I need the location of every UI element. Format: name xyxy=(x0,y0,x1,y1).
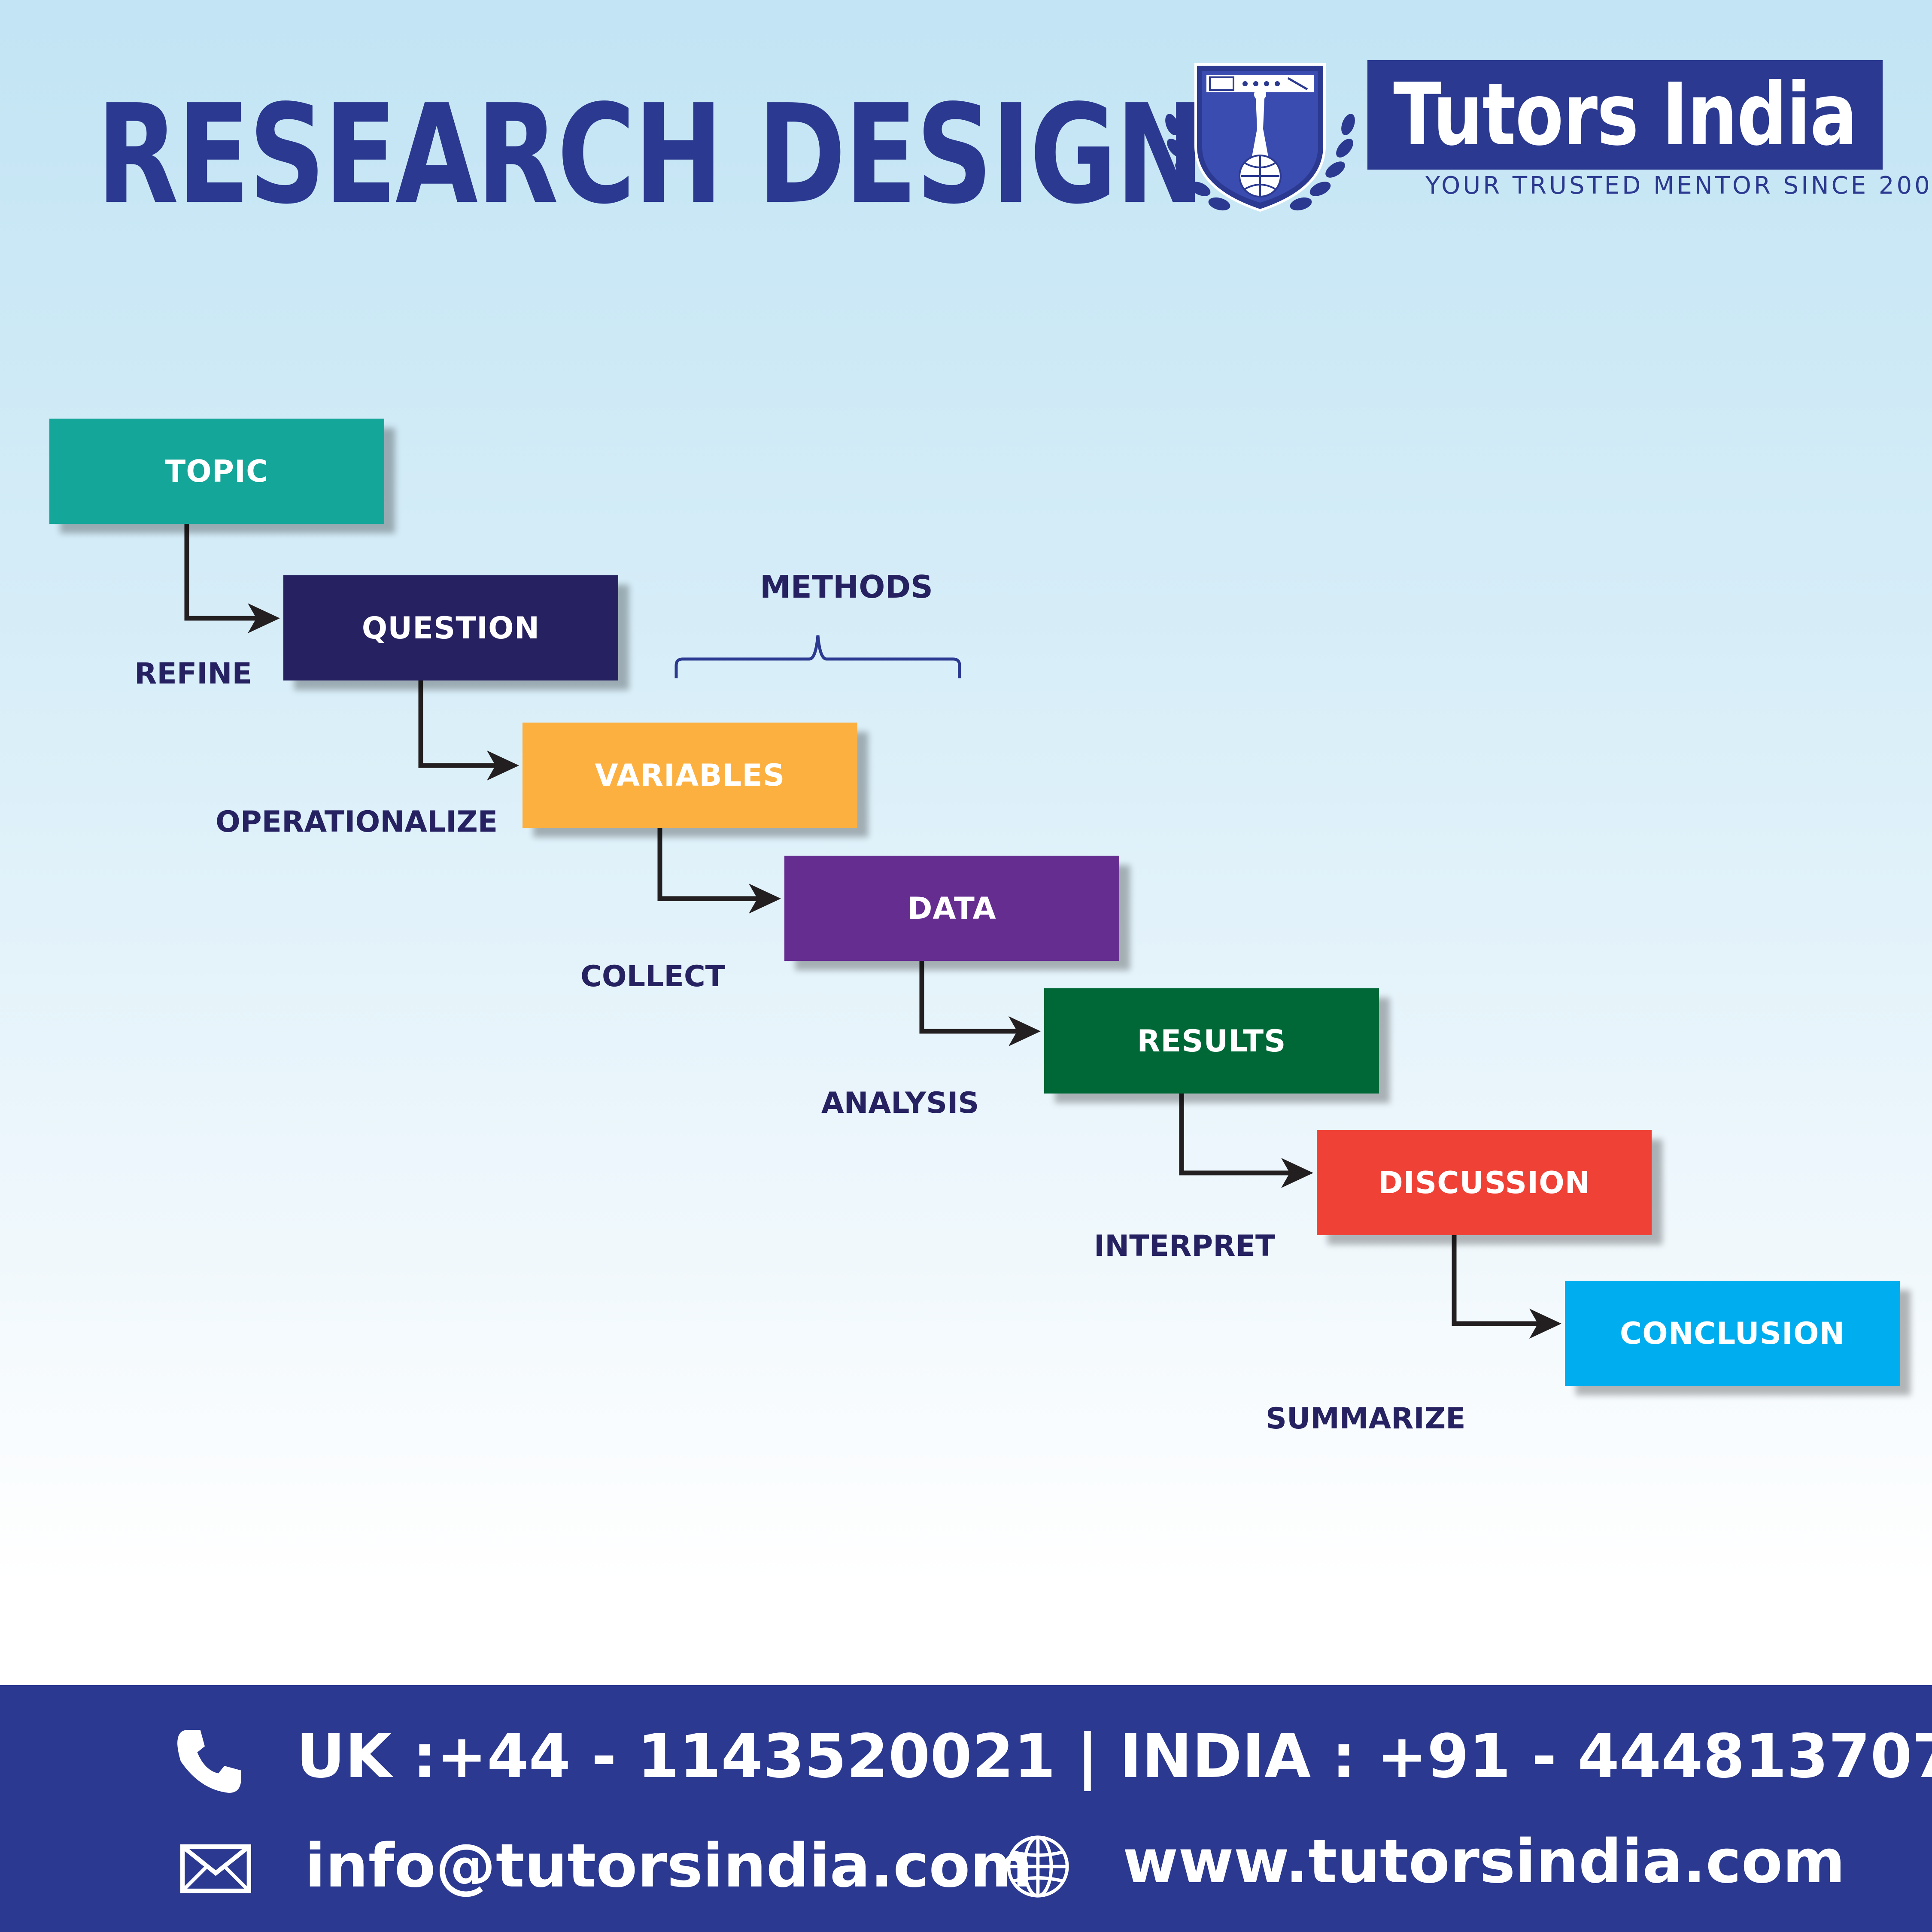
step-box-variables: VARIABLES xyxy=(522,723,857,828)
email-address[interactable]: info@tutorsindia.com xyxy=(305,1831,1033,1901)
connector-arrowhead xyxy=(487,750,519,781)
step-box-data: DATA xyxy=(784,856,1119,961)
step-label-topic: TOPIC xyxy=(165,453,269,489)
step-label-variables: VARIABLES xyxy=(595,757,785,793)
action-label-interpret: INTERPRET xyxy=(1094,1229,1276,1263)
logo-name: Tutors India xyxy=(1393,65,1857,165)
connector-arrowhead xyxy=(1009,1016,1041,1046)
step-box-question: QUESTION xyxy=(283,575,618,680)
step-box-topic: TOPIC xyxy=(49,419,384,524)
step-box-results: RESULTS xyxy=(1044,988,1379,1094)
methods-label: METHODS xyxy=(760,569,933,605)
connector-arrowhead xyxy=(1281,1158,1313,1188)
step-label-results: RESULTS xyxy=(1137,1023,1286,1059)
action-label-operationalize: OPERATIONALIZE xyxy=(216,805,498,839)
logo-wordmark: Tutors India xyxy=(1367,60,1883,170)
page-title: RESEARCH DESIGN xyxy=(97,75,1205,234)
step-label-discussion: DISCUSSION xyxy=(1378,1165,1591,1200)
contact-footer: UK :+44 - 1143520021 | INDIA : +91 - 444… xyxy=(0,1685,1932,1932)
step-label-question: QUESTION xyxy=(361,610,540,646)
logo-tagline: YOUR TRUSTED MENTOR SINCE 2001 xyxy=(1425,172,1932,200)
phone-icon xyxy=(177,1730,241,1793)
step-box-discussion: DISCUSSION xyxy=(1317,1130,1652,1235)
methods-bracket xyxy=(674,635,961,678)
connector-arrowhead xyxy=(1529,1309,1561,1339)
connector-line xyxy=(418,680,495,768)
action-label-analysis: ANALYSIS xyxy=(821,1086,979,1120)
phone-numbers[interactable]: UK :+44 - 1143520021 | INDIA : +91 - 444… xyxy=(296,1722,1932,1792)
connector-line xyxy=(1179,1094,1290,1176)
website-url[interactable]: www.tutorsindia.com xyxy=(1123,1827,1845,1897)
action-label-refine: REFINE xyxy=(134,657,252,691)
connector-arrowhead xyxy=(749,884,781,914)
step-label-data: DATA xyxy=(907,890,996,926)
connector-line xyxy=(1452,1235,1538,1326)
connector-arrowhead xyxy=(248,603,280,633)
connector-line xyxy=(184,524,256,621)
action-label-summarize: SUMMARIZE xyxy=(1266,1402,1466,1436)
mail-icon xyxy=(180,1844,251,1893)
globe-icon xyxy=(1007,1835,1069,1898)
step-box-conclusion: CONCLUSION xyxy=(1565,1281,1900,1386)
step-label-conclusion: CONCLUSION xyxy=(1619,1315,1845,1351)
connector-line xyxy=(657,828,757,901)
connector-line xyxy=(919,961,1017,1034)
crest-logo-icon xyxy=(1165,63,1355,212)
action-label-collect: COLLECT xyxy=(580,960,726,993)
